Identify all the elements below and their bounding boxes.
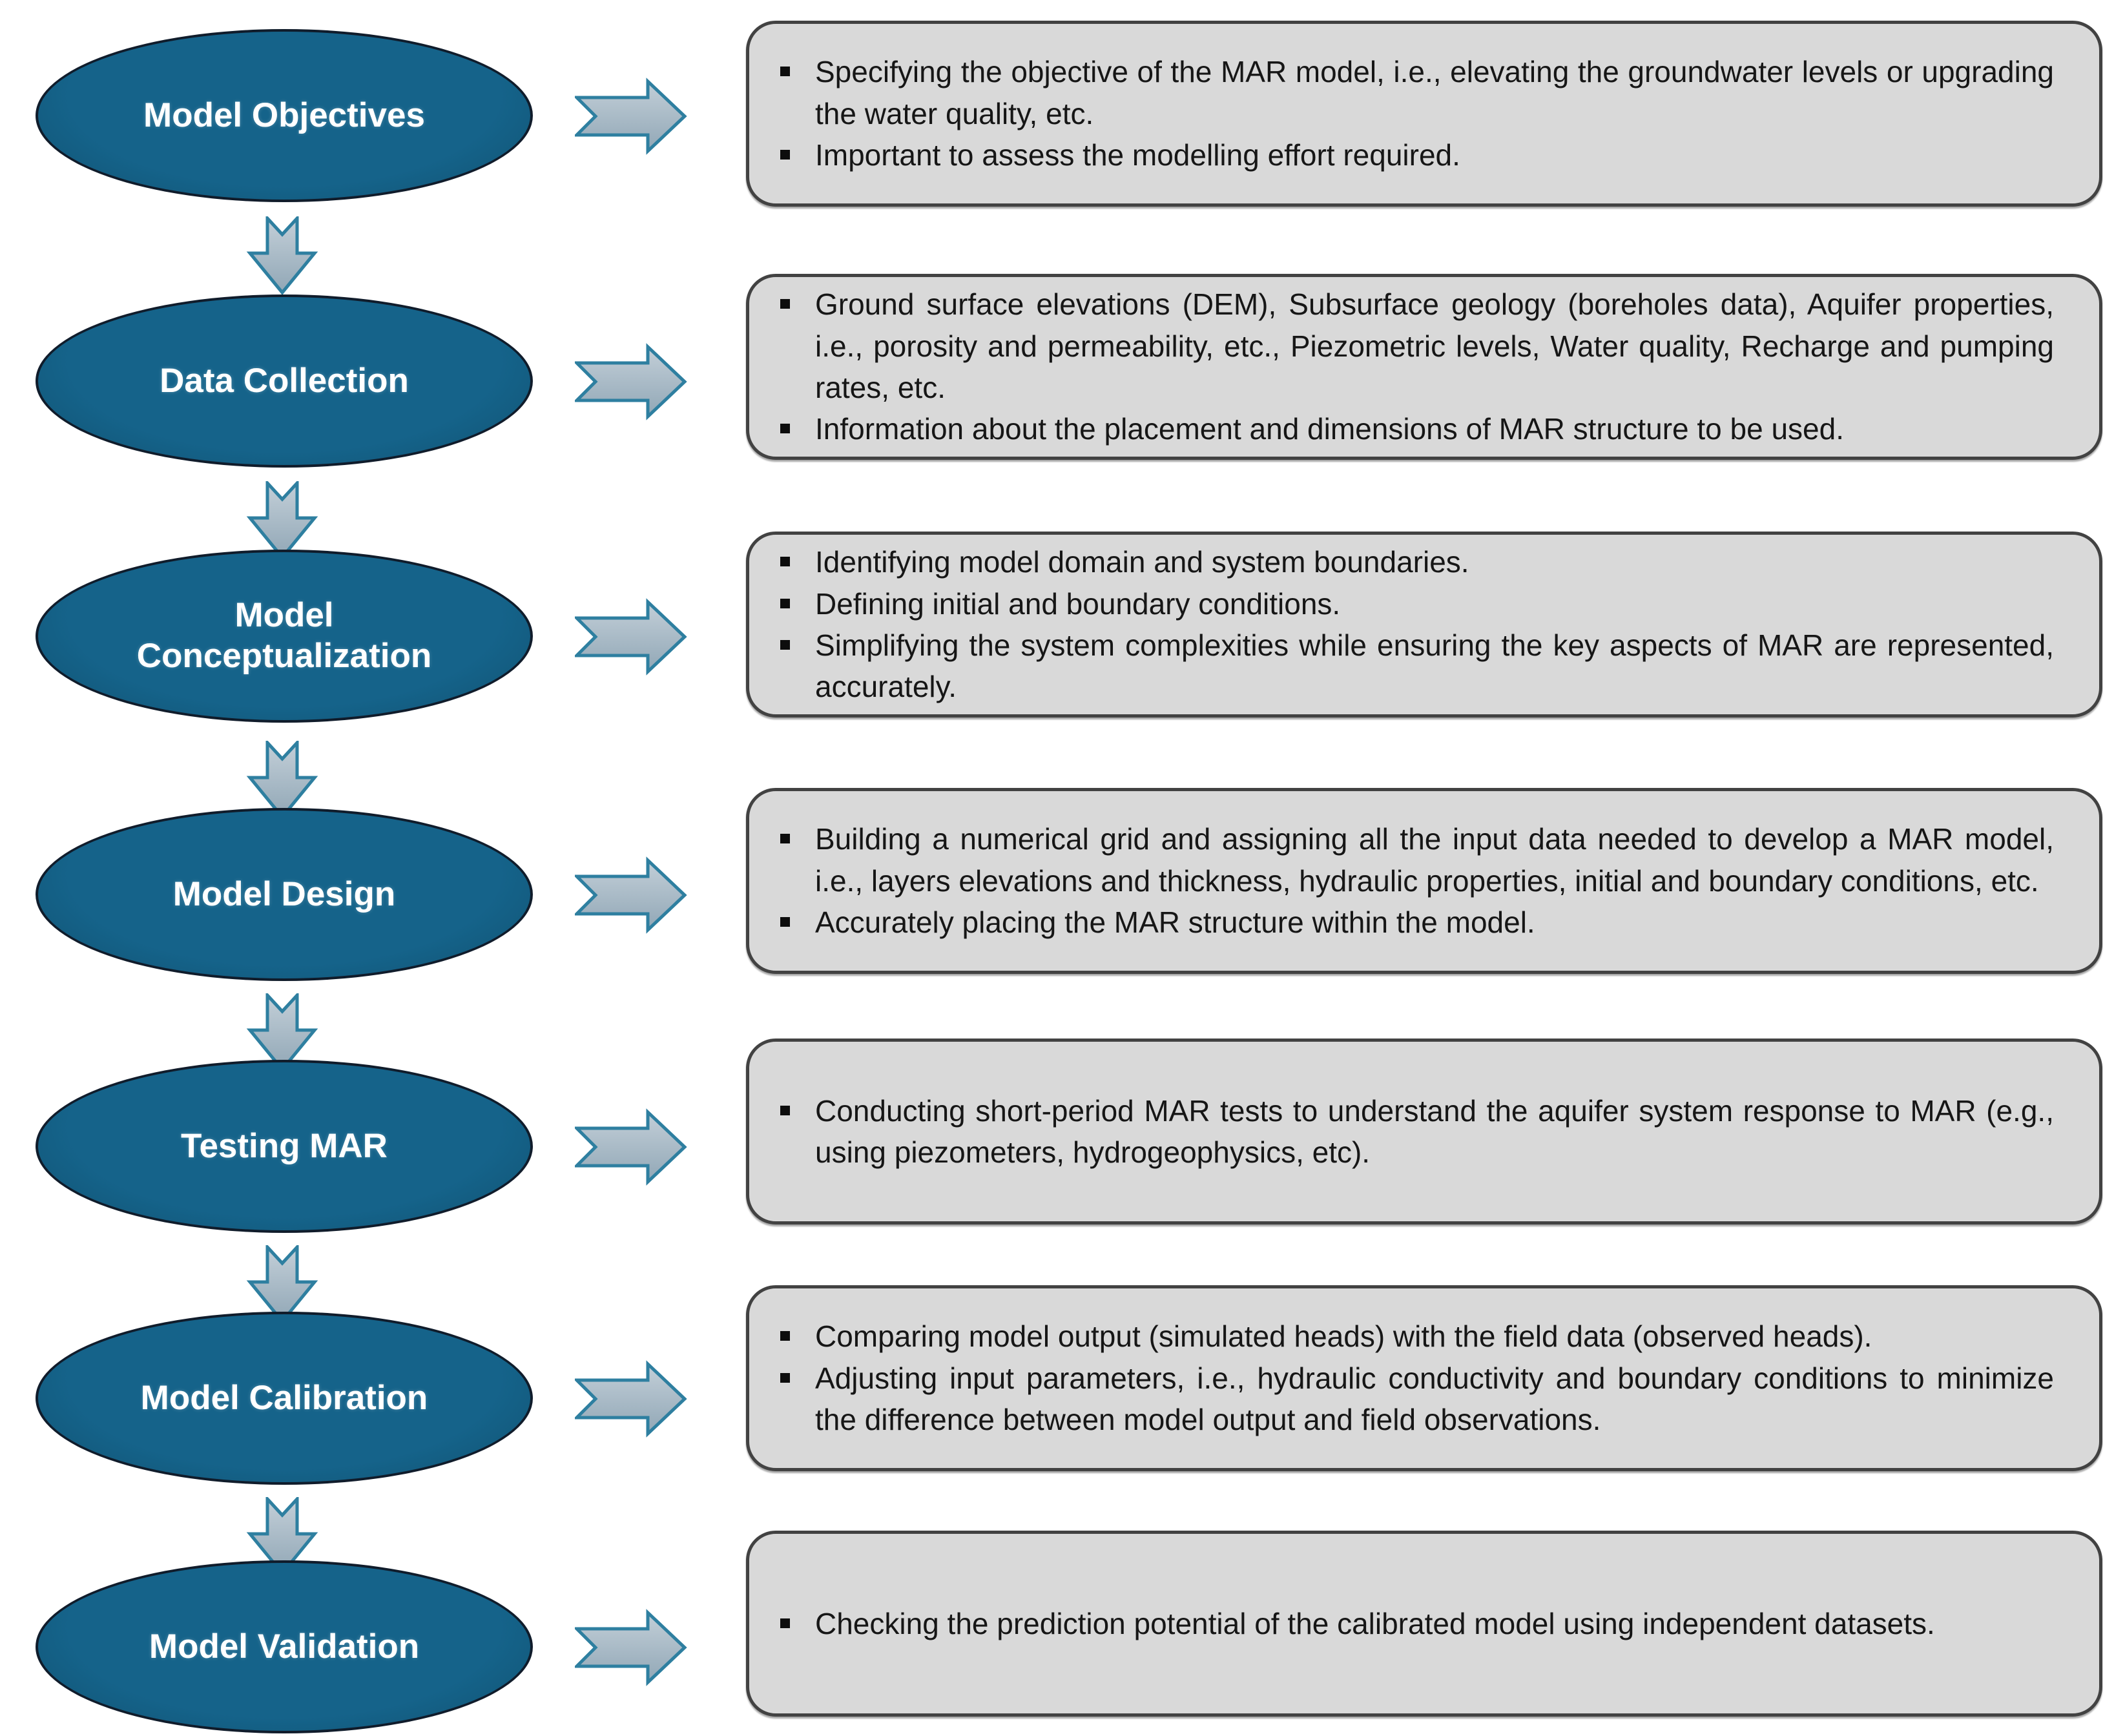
down-arrow-icon [246, 741, 318, 820]
step-detail-box: Comparing model output (simulated heads)… [746, 1285, 2102, 1471]
bullet-item: Comparing model output (simulated heads)… [775, 1316, 2054, 1357]
step-ellipse-data-collection: Data Collection [36, 294, 533, 468]
bullet-item: Adjusting input parameters, i.e., hydrau… [775, 1358, 2054, 1441]
step-detail-box: Ground surface elevations (DEM), Subsurf… [746, 274, 2102, 460]
down-arrow-icon [246, 1245, 318, 1324]
bullet-list: Comparing model output (simulated heads)… [775, 1316, 2054, 1440]
step-detail-box: Conducting short-period MAR tests to und… [746, 1038, 2102, 1224]
bullet-item: Ground surface elevations (DEM), Subsurf… [775, 284, 2054, 408]
bullet-item: Checking the prediction potential of the… [775, 1603, 2054, 1644]
bullet-item: Specifying the objective of the MAR mode… [775, 51, 2054, 134]
down-arrow-icon [246, 216, 318, 295]
right-arrow-icon [575, 598, 687, 676]
step-ellipse-model-calibration: Model Calibration [36, 1312, 533, 1485]
bullet-item: Important to assess the modelling effort… [775, 134, 2054, 176]
bullet-item: Information about the placement and dime… [775, 408, 2054, 450]
step-ellipse-model-design: Model Design [36, 808, 533, 981]
step-label: Data Collection [160, 361, 409, 400]
bullet-item: Building a numerical grid and assigning … [775, 818, 2054, 902]
step-detail-box: Building a numerical grid and assigning … [746, 788, 2102, 974]
step-ellipse-model-validation: Model Validation [36, 1560, 533, 1733]
step-detail-box: Specifying the objective of the MAR mode… [746, 21, 2102, 207]
step-detail-box: Identifying model domain and system boun… [746, 532, 2102, 718]
step-label: Model Objectives [143, 96, 425, 134]
step-label: Model Validation [149, 1627, 420, 1666]
right-arrow-icon [575, 343, 687, 420]
bullet-list: Building a numerical grid and assigning … [775, 818, 2054, 943]
bullet-list: Checking the prediction potential of the… [775, 1603, 2054, 1644]
right-arrow-icon [575, 1108, 687, 1186]
bullet-list: Identifying model domain and system boun… [775, 541, 2054, 708]
right-arrow-icon [575, 1609, 687, 1686]
bullet-item: Identifying model domain and system boun… [775, 541, 2054, 583]
bullet-list: Specifying the objective of the MAR mode… [775, 51, 2054, 176]
down-arrow-icon [246, 1497, 318, 1576]
step-detail-box: Checking the prediction potential of the… [746, 1531, 2102, 1717]
bullet-list: Ground surface elevations (DEM), Subsurf… [775, 284, 2054, 450]
step-ellipse-model-objectives: Model Objectives [36, 29, 533, 202]
bullet-item: Conducting short-period MAR tests to und… [775, 1090, 2054, 1173]
step-label: Model Calibration [140, 1378, 428, 1417]
right-arrow-icon [575, 1360, 687, 1438]
step-label: Model Conceptualization [136, 596, 432, 675]
bullet-list: Conducting short-period MAR tests to und… [775, 1090, 2054, 1173]
bullet-item: Simplifying the system complexities whil… [775, 625, 2054, 708]
right-arrow-icon [575, 856, 687, 934]
bullet-item: Defining initial and boundary conditions… [775, 583, 2054, 625]
step-ellipse-testing-mar: Testing MAR [36, 1060, 533, 1233]
right-arrow-icon [575, 78, 687, 155]
step-label: Testing MAR [181, 1126, 388, 1165]
step-ellipse-model-conceptualization: Model Conceptualization [36, 550, 533, 723]
down-arrow-icon [246, 993, 318, 1072]
bullet-item: Accurately placing the MAR structure wit… [775, 902, 2054, 943]
down-arrow-icon [246, 481, 318, 560]
step-label: Model Design [172, 874, 396, 913]
